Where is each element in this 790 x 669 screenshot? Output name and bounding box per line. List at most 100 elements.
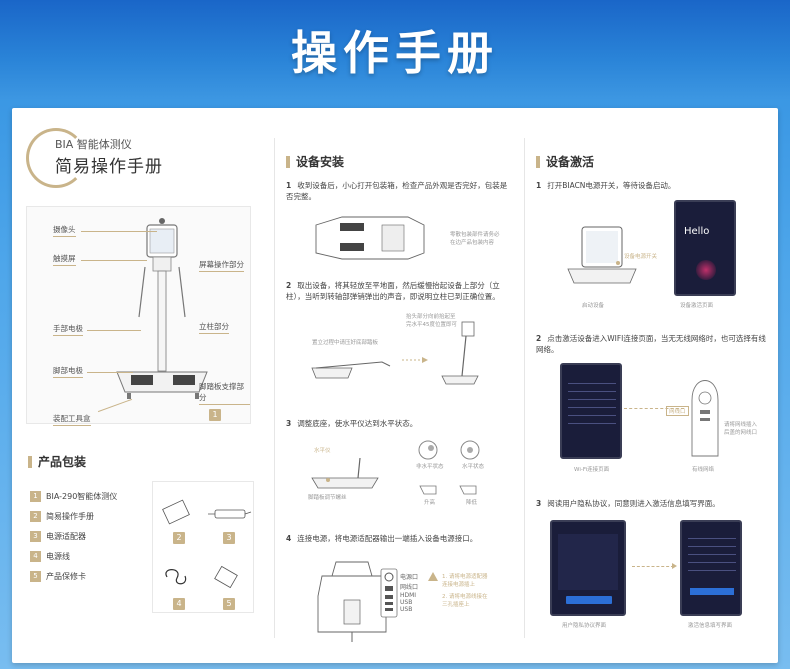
label-touchscreen: 触摸屏 bbox=[53, 253, 76, 266]
item-label: 电源适配器 bbox=[46, 531, 86, 541]
caption-screw: 脚踏板调节螺丝 bbox=[308, 495, 347, 501]
form-row bbox=[688, 546, 736, 547]
warning-2: 2. 请将电源线接在 三孔插座上 bbox=[442, 594, 488, 608]
step-text: 阅读用户隐私协议，同意则进入激活信息填写界面。 bbox=[547, 499, 720, 508]
heading-marker bbox=[286, 155, 290, 168]
step-number: 2 bbox=[286, 281, 292, 290]
wifi-row bbox=[568, 415, 616, 416]
activate-step-3: 3 阅读用户隐私协议，同意则进入激活信息填写界面。 bbox=[536, 498, 764, 509]
step-text: 点击激活设备进入WIFI连接页面，当无无线网络时，也可选择有线网络。 bbox=[536, 334, 766, 354]
warning-1: 1. 请将电源适配器 连接电源插上 bbox=[442, 574, 488, 588]
heading-marker bbox=[28, 455, 32, 468]
label-column-part: 立柱部分 bbox=[199, 321, 229, 334]
package-illustration bbox=[162, 499, 252, 589]
wifi-row bbox=[568, 391, 616, 392]
top-banner: 操作手册 bbox=[0, 0, 790, 100]
caption-lower: 降低 bbox=[466, 500, 478, 506]
leader-line bbox=[81, 260, 147, 261]
port-panel-icon bbox=[380, 568, 398, 618]
base-illustration bbox=[311, 457, 379, 489]
brand-subtitle: BIA 智能体测仪 bbox=[55, 138, 132, 151]
unfold-illustration bbox=[311, 321, 479, 385]
column-divider bbox=[274, 138, 275, 638]
caption-activation-page: 设备激活页面 bbox=[680, 303, 714, 309]
package-contents-card: 2 3 4 5 bbox=[152, 481, 254, 613]
caption-privacy-page: 用户隐私协议界面 bbox=[562, 623, 607, 629]
step-number: 1 bbox=[286, 181, 292, 190]
item-number: 2 bbox=[173, 532, 185, 544]
column-divider bbox=[524, 138, 525, 638]
diagram-number-badge: 1 bbox=[209, 409, 221, 421]
item-number: 1 bbox=[30, 490, 41, 502]
wifi-row bbox=[568, 407, 616, 408]
wifi-row bbox=[568, 423, 616, 424]
boot-device-illustration bbox=[567, 226, 637, 284]
caption-lift-note: 抬头部分向前抬起至 完水平45度位置即可 bbox=[406, 314, 457, 328]
item-label: 产品保修卡 bbox=[46, 571, 86, 581]
activate-heading: 设备激活 bbox=[536, 153, 594, 170]
package-heading: 产品包装 bbox=[28, 453, 86, 470]
power-illustration bbox=[317, 561, 387, 642]
label-toolbox: 装配工具盒 bbox=[53, 413, 91, 426]
glow-icon bbox=[696, 260, 716, 280]
install-heading: 设备安装 bbox=[286, 153, 344, 170]
caption-place-note: 置立过程中请压好底部踏板 bbox=[312, 340, 379, 346]
form-row bbox=[688, 562, 736, 563]
caption-level: 水平仪 bbox=[314, 448, 331, 454]
activate-step-1: 1 打开BIACN电源开关，等待设备启动。 bbox=[536, 180, 764, 191]
manual-sheet: BIA 智能体测仪 简易操作手册 摄像头 触摸屏 手部电极 脚部电极 装配工具盒… bbox=[12, 108, 778, 663]
leader-line bbox=[81, 231, 157, 232]
item-number: 3 bbox=[223, 532, 235, 544]
label-hand-electrode: 手部电极 bbox=[53, 323, 83, 336]
brand-title: 简易操作手册 bbox=[55, 157, 163, 177]
item-number: 3 bbox=[30, 530, 41, 542]
item-label: 简易操作手册 bbox=[46, 511, 94, 521]
item-label: 电源线 bbox=[46, 551, 70, 561]
caption-lan-port: 网线口 bbox=[400, 584, 419, 591]
device-illustration bbox=[116, 218, 208, 399]
leader-line bbox=[87, 372, 133, 373]
step-number: 3 bbox=[536, 499, 542, 508]
label-camera: 摄像头 bbox=[53, 224, 76, 237]
activation-screen: Hello bbox=[674, 200, 736, 296]
wifi-row bbox=[568, 399, 616, 400]
caption-wifi-page: Wi-Fi连接页面 bbox=[574, 467, 610, 473]
warning-icon bbox=[428, 572, 438, 581]
install-heading-text: 设备安装 bbox=[296, 155, 345, 169]
label-foot-part: 脚踏板支撑部分 bbox=[199, 381, 250, 405]
caption-power-switch: 设备电源开关 bbox=[624, 254, 658, 260]
package-heading-text: 产品包装 bbox=[38, 455, 87, 469]
connector-line bbox=[624, 408, 684, 409]
item-number: 5 bbox=[30, 570, 41, 582]
connector-line bbox=[632, 566, 674, 567]
caption-check-parts: 零散包装部件请务必 在边产品包装内容 bbox=[450, 232, 500, 246]
step-text: 打开BIACN电源开关，等待设备启动。 bbox=[547, 181, 676, 190]
item-number: 5 bbox=[223, 598, 235, 610]
caption-lan-port: 网线口 bbox=[666, 406, 689, 416]
step-text: 调整底座，使水平仪达到水平状态。 bbox=[297, 419, 418, 428]
caption-raise: 升高 bbox=[424, 500, 436, 506]
form-row bbox=[688, 554, 736, 555]
brand-ring-icon bbox=[26, 128, 86, 188]
submit-button[interactable] bbox=[690, 588, 734, 595]
step-number: 1 bbox=[536, 181, 542, 190]
caption-wired: 有线网络 bbox=[692, 467, 715, 473]
wifi-screen bbox=[560, 363, 622, 459]
caption-level-state: 水平状态 bbox=[462, 464, 485, 470]
list-item: 5 产品保修卡 bbox=[30, 566, 117, 586]
box-illustration bbox=[315, 216, 425, 260]
heading-marker bbox=[536, 155, 540, 168]
caption-hdmi: HDMI bbox=[400, 592, 417, 599]
privacy-screen bbox=[550, 520, 626, 616]
step-text: 取出设备，将其轻放至平地面，然后缓慢抬起设备上部分（立柱），当听到转轴部弹销弹出… bbox=[286, 281, 500, 301]
level-gauges bbox=[418, 440, 480, 495]
device-back-illustration bbox=[691, 380, 719, 457]
item-number: 4 bbox=[173, 598, 185, 610]
agree-button[interactable] bbox=[566, 596, 612, 604]
caption-boot-device: 启动设备 bbox=[582, 303, 605, 309]
